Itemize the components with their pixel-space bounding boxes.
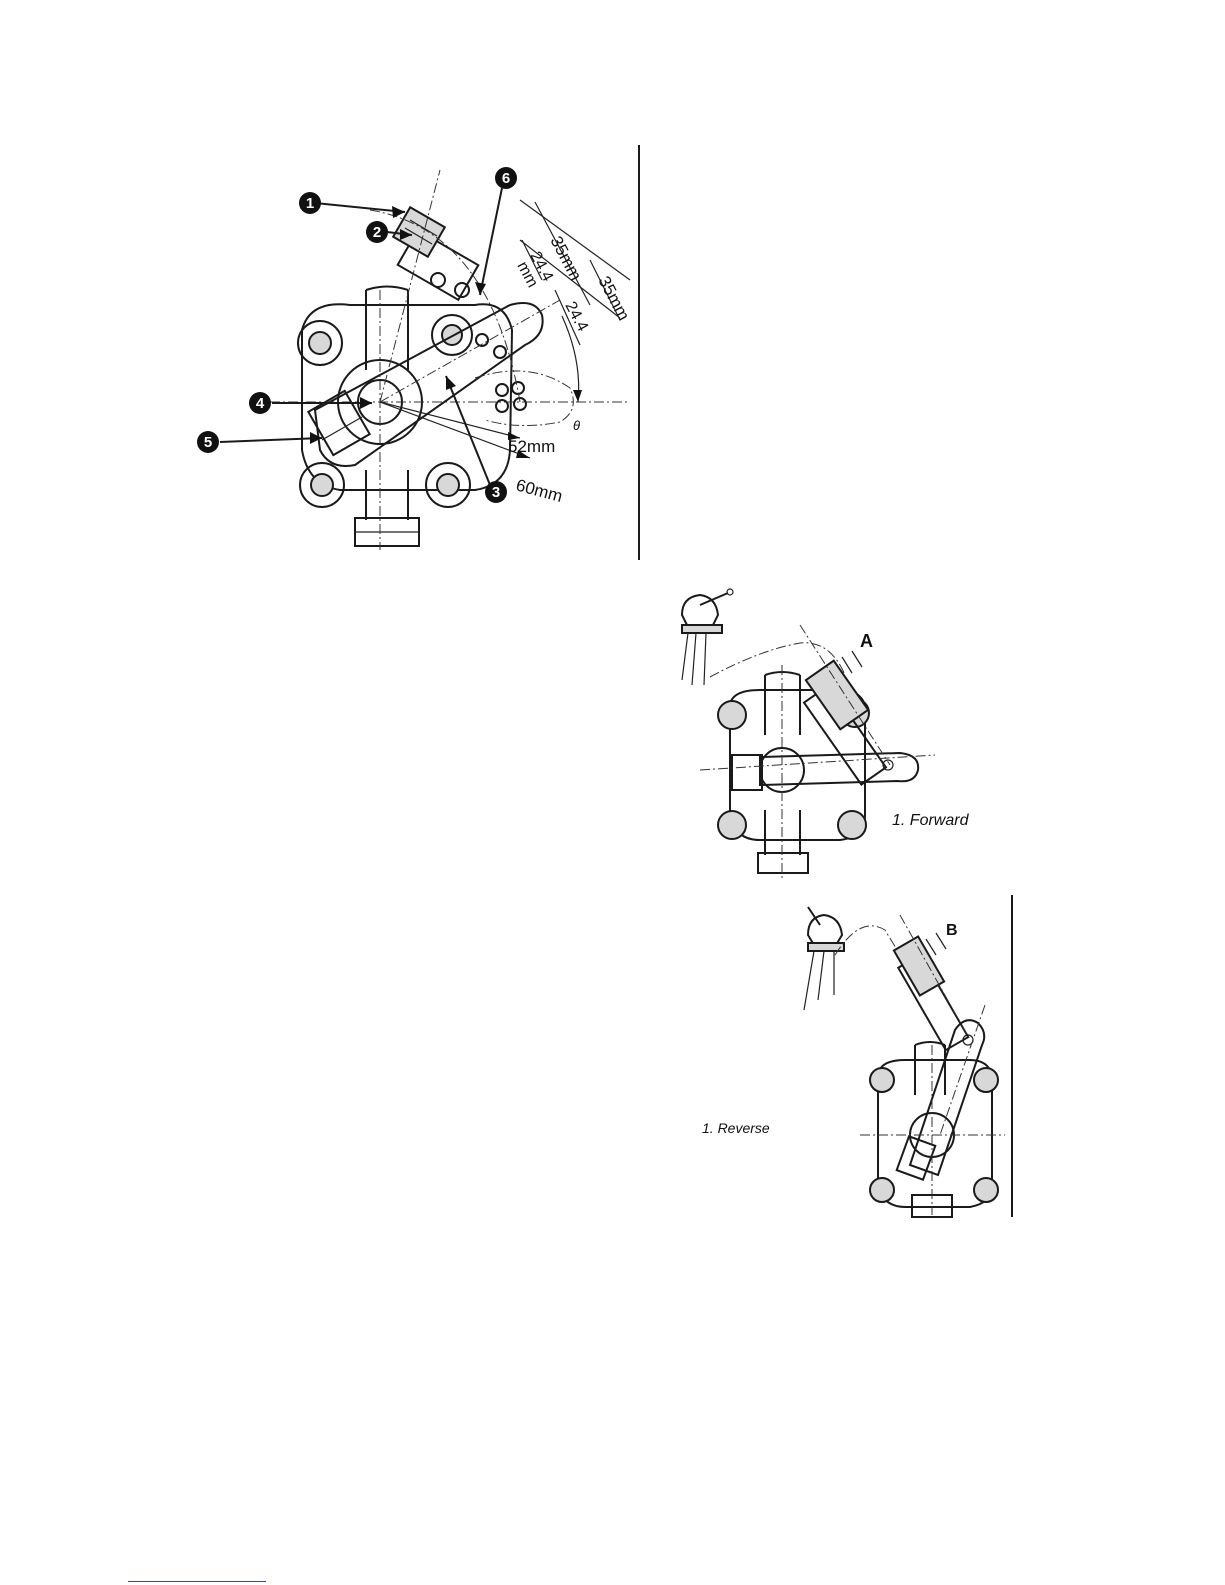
reverse-top-stem [915,1042,945,1095]
dim-theta: θ [573,418,580,433]
callout-3: 3 [485,481,507,503]
forward-clamp [732,755,762,790]
b-dim-tick [936,933,946,949]
bolt-head-icon [974,1068,998,1092]
main-diagram-drawing: 1 2 3 4 5 6 35mm 35mm 24.4 mm 24.4 52mm … [190,140,650,565]
reverse-control-head [808,915,842,945]
bottom-stem [366,470,408,520]
leader-1 [315,203,405,212]
reverse-caption: 1. Reverse [702,1120,770,1136]
arrowhead-icon [360,397,372,409]
callout-5-label: 5 [204,434,212,451]
reverse-diagram-drawing: B 1. Reverse [700,895,1025,1225]
bolt-head-icon [309,332,331,354]
marker-b: B [946,922,958,939]
callout-1-label: 1 [306,195,314,212]
pivot-hole [496,384,508,396]
arrowhead-icon [392,206,405,218]
callout-6: 6 [495,167,517,189]
dim-60mm: 60mm [514,476,565,507]
bolt-head-icon [870,1068,894,1092]
callout-2: 2 [366,221,388,243]
bolt-head-icon [718,701,746,729]
dim-52mm: 52mm [508,437,555,456]
callout-2-label: 2 [373,224,381,241]
pivot-hole [494,346,506,358]
pivot-hole [431,273,445,287]
forward-position-diagram: A 1. Forward [670,585,1040,885]
callout-5: 5 [197,431,219,453]
footnote-separator [128,1581,266,1582]
dim-35mm-b: 35mm [594,273,633,324]
main-lever-diagram: 1 2 3 4 5 6 35mm 35mm 24.4 mm 24.4 52mm … [190,140,650,565]
forward-diagram-drawing: A 1. Forward [670,585,1040,885]
arrowhead-icon [573,390,582,402]
dim-24-4-b: 24.4 [561,299,591,335]
bolt-head-icon [870,1178,894,1202]
forward-caption: 1. Forward [892,812,970,829]
bolt-head-icon [442,325,462,345]
control-base [682,625,722,633]
callout-6-label: 6 [502,170,510,187]
callout-1: 1 [299,192,321,214]
bolt-head-icon [838,811,866,839]
forward-centerline [700,755,935,770]
leader-5 [220,438,322,442]
forward-bottom-nut [758,853,808,873]
reverse-clamp [897,1136,936,1179]
reverse-control-cables [804,951,834,1010]
handle-knob [727,589,733,595]
callout-4-label: 4 [256,395,265,412]
pivot-hole [512,382,524,394]
leader-6 [480,188,502,295]
leader-3 [446,376,490,485]
arrowhead-icon [446,376,456,390]
marker-a: A [860,631,873,651]
a-dim-tick [852,651,862,667]
top-stem [366,287,408,371]
callout-3-label: 3 [492,484,500,501]
bolt-head-icon [311,474,333,496]
alternate-position-outline [475,371,573,426]
callout-4: 4 [249,392,271,414]
reverse-position-diagram: B 1. Reverse [700,895,1025,1225]
bolt-head-icon [437,474,459,496]
control-cables [682,633,706,685]
bolt-head-icon [974,1178,998,1202]
bolt-head-icon [718,811,746,839]
